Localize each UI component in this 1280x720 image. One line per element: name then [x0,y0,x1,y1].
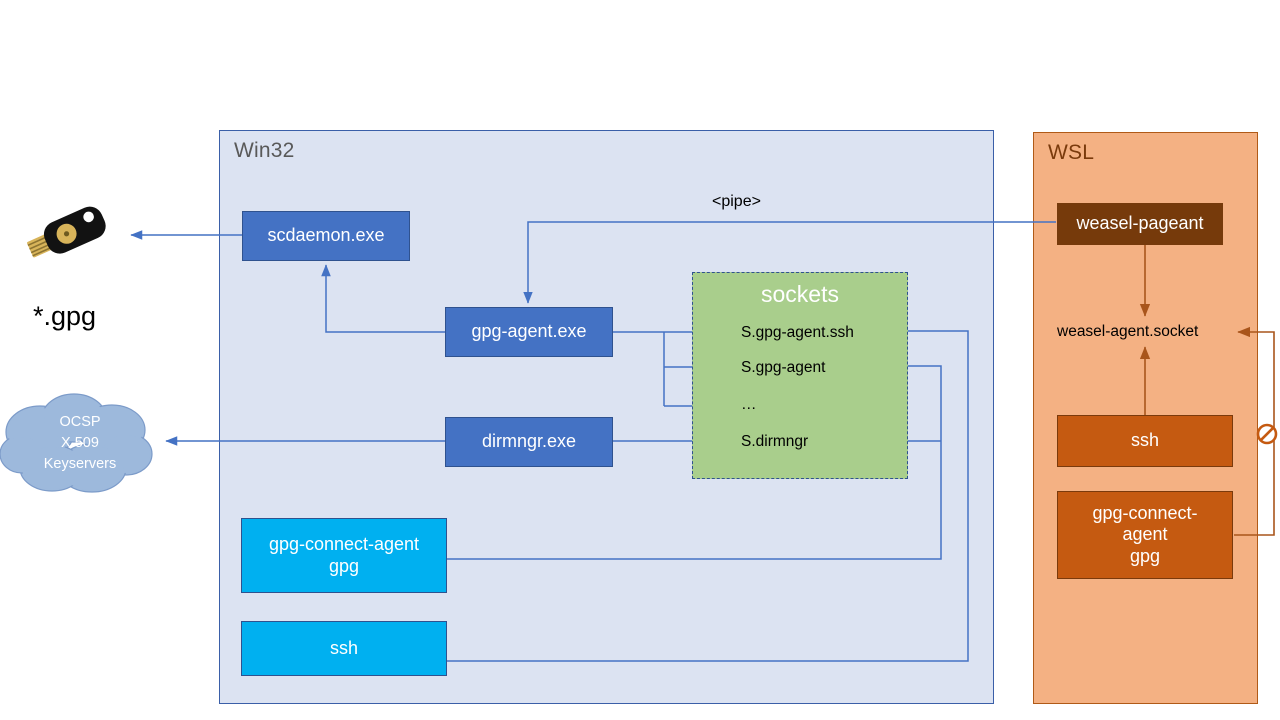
box-win32-gpg-connect-agent-line1: gpg-connect-agent [268,534,420,555]
gpg-files-label: *.gpg [33,301,97,331]
box-wsl-ssh-label: ssh [1130,430,1159,451]
box-dirmngr-exe[interactable]: dirmngr.exe [445,417,613,467]
cloud-ocsp-keyservers: OCSP X.509 Keyservers [0,388,160,500]
box-gpg-agent-exe-label: gpg-agent.exe [471,321,587,342]
socket-item-s-gpg-agent-ssh: S.gpg-agent.ssh [741,324,854,341]
socket-item-s-gpg-agent: S.gpg-agent [741,359,826,376]
weasel-agent-socket-label: weasel-agent.socket [1057,323,1199,340]
box-win32-ssh[interactable]: ssh [241,621,447,676]
sockets-title: sockets [761,281,839,307]
pipe-label: <pipe> [712,193,761,210]
box-win32-gpg-connect-agent-line2: gpg [328,555,360,576]
prohibition-sign-icon [1256,423,1278,445]
box-gpg-agent-exe[interactable]: gpg-agent.exe [445,307,613,357]
panel-wsl-title: WSL [1048,141,1095,164]
box-dirmngr-exe-label: dirmngr.exe [481,431,577,452]
box-win32-gpg-connect-agent[interactable]: gpg-connect-agent gpg [241,518,447,593]
box-scdaemon-exe[interactable]: scdaemon.exe [242,211,410,261]
panel-win32-title: Win32 [234,139,295,162]
cloud-label: OCSP X.509 Keyservers [0,412,160,475]
cloud-label-line1: OCSP [59,414,101,430]
socket-item-ellipsis: … [741,396,757,413]
sockets-group: sockets S.gpg-agent.ssh S.gpg-agent … S.… [692,272,908,479]
cloud-shape-icon [0,393,153,493]
box-wsl-gpg-connect-agent[interactable]: gpg-connect- agent gpg [1057,491,1233,579]
socket-item-s-dirmngr: S.dirmngr [741,433,809,450]
box-wsl-ssh[interactable]: ssh [1057,415,1233,467]
box-win32-ssh-label: ssh [329,637,358,658]
box-weasel-pageant[interactable]: weasel-pageant [1057,203,1223,245]
yubikey-icon [27,206,106,258]
box-wsl-gpg-connect-agent-line3: gpg [1129,545,1161,566]
cloud-label-line2: X.509 [61,435,99,452]
box-wsl-gpg-connect-agent-line1: gpg-connect- [1092,503,1198,524]
cloud-label-line3: Keyservers [43,456,117,473]
box-wsl-gpg-connect-agent-line2: agent [1122,524,1168,545]
box-scdaemon-exe-label: scdaemon.exe [267,225,385,246]
box-weasel-pageant-label: weasel-pageant [1076,213,1204,234]
